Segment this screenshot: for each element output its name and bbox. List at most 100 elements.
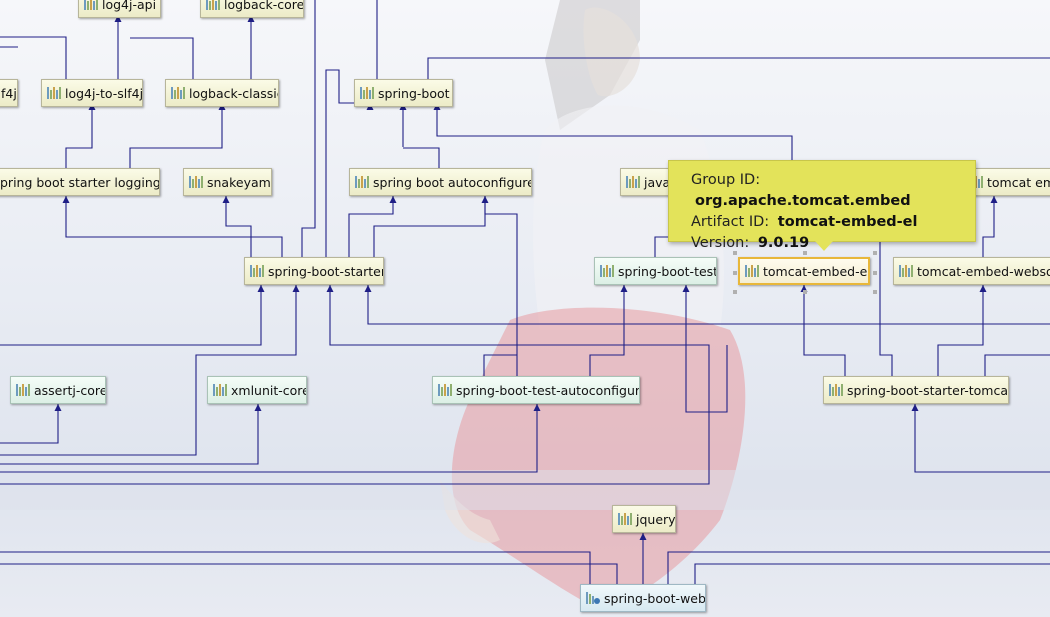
dependency-edge	[937, 285, 984, 376]
node-spring-boot-test[interactable]: spring-boot-test	[594, 257, 717, 285]
node-label: tomcat-embed-el	[763, 263, 870, 279]
artifact-id-value: tomcat-embed-el	[777, 214, 918, 230]
node-label: log4j-to-slf4j	[65, 85, 143, 101]
artifact-tooltip: Group ID: org.apache.tomcat.embed Artifa…	[668, 160, 976, 251]
dependency-edge	[348, 196, 394, 257]
group-id-label: Group ID:	[691, 172, 761, 188]
edge-arrowhead	[257, 285, 265, 292]
edge-arrowhead	[326, 285, 334, 292]
library-bars-icon	[626, 176, 640, 188]
edge-arrowhead	[682, 285, 690, 292]
library-bars-icon	[250, 265, 264, 277]
node-label: assertj-core	[34, 382, 106, 398]
library-bars-icon	[745, 265, 759, 277]
dependency-edge	[694, 563, 1050, 584]
dependency-edge	[803, 285, 846, 376]
dependency-edge	[325, 69, 370, 257]
node-label: tomcat-embed-websoc	[917, 263, 1050, 279]
dependency-edge	[0, 404, 259, 465]
dependency-edge	[654, 236, 668, 257]
node-label: spring boot autoconfigure	[373, 174, 532, 190]
dependency-edge	[0, 285, 262, 346]
node-tomcat-embed-core[interactable]: tomcat emb	[963, 168, 1050, 196]
node-tomcat-embed-websocket[interactable]: tomcat-embed-websoc	[893, 257, 1050, 285]
node-label: spring-boot-test	[618, 263, 717, 279]
library-bars-icon	[189, 176, 203, 188]
edge-arrowhead	[62, 196, 70, 203]
node-label: spring-boot-web	[604, 590, 706, 606]
edge-arrowhead	[54, 404, 62, 411]
node-assertj-core[interactable]: assertj-core	[10, 376, 106, 404]
dependency-edge	[130, 37, 194, 79]
node-spring-boot-starter[interactable]: spring-boot-starter	[244, 257, 384, 285]
library-bars-icon	[84, 0, 98, 10]
node-label: logback-core	[224, 0, 304, 12]
node-spring-boot-starter-tomcat[interactable]: spring-boot-starter-tomcat	[823, 376, 1009, 404]
node-log4j-to-slf4j[interactable]: log4j-to-slf4j	[41, 79, 143, 107]
node-f4j[interactable]: f4j	[0, 79, 18, 107]
node-spring-boot-autoconfigure[interactable]: spring boot autoconfigure	[349, 168, 532, 196]
library-bars-icon	[355, 176, 369, 188]
node-logback-classic[interactable]: logback-classic	[165, 79, 279, 107]
dependency-edge	[483, 354, 517, 376]
library-bars-icon	[213, 384, 227, 396]
library-bars-icon	[829, 384, 843, 396]
node-tomcat-embed-el[interactable]: tomcat-embed-el	[738, 257, 870, 285]
dependency-edge	[984, 354, 1050, 376]
dependency-edge	[436, 103, 793, 168]
node-label: xmlunit-core	[231, 382, 307, 398]
tooltip-version-row: Version: 9.0.19	[691, 233, 975, 254]
dependency-edge	[0, 36, 67, 79]
dependency-edge	[589, 285, 625, 376]
dependency-edge	[685, 285, 728, 413]
node-logback-core[interactable]: logback-core	[200, 0, 304, 18]
dependency-edge	[879, 230, 893, 376]
edge-arrowhead	[800, 285, 808, 292]
dependency-edge	[0, 285, 297, 456]
node-javax-annotation[interactable]: javax.ann	[620, 168, 692, 196]
library-bars-icon	[16, 384, 30, 396]
library-bars-icon	[206, 0, 220, 10]
group-id-value: org.apache.tomcat.embed	[695, 193, 911, 209]
dependency-edge	[484, 196, 518, 376]
dependency-edge	[0, 551, 591, 584]
tooltip-artifact-row: Artifact ID: tomcat-embed-el	[691, 212, 975, 233]
library-bars-icon	[618, 513, 632, 525]
dependency-edge	[0, 404, 538, 473]
dependency-edge	[301, 0, 316, 257]
node-label: snakeyaml	[207, 174, 272, 190]
library-bars-icon	[47, 87, 61, 99]
node-snakeyaml[interactable]: snakeyaml	[183, 168, 272, 196]
node-spring-boot-test-autoconfigure[interactable]: spring-boot-test-autoconfigure	[432, 376, 640, 404]
dependency-edge	[403, 147, 440, 168]
node-jquery[interactable]: jquery	[612, 505, 676, 533]
dependency-edge	[914, 404, 1050, 473]
dependency-edge	[129, 103, 223, 168]
node-xmlunit-core[interactable]: xmlunit-core	[207, 376, 307, 404]
node-log4j-api[interactable]: log4j-api	[78, 0, 161, 18]
edge-arrowhead	[620, 285, 628, 292]
library-bars-icon	[438, 384, 452, 396]
library-bars-icon	[360, 87, 374, 99]
edge-arrowhead	[481, 196, 489, 203]
dependency-edge	[0, 285, 710, 485]
node-spring-boot-starter-logging[interactable]: pring boot starter logging	[0, 168, 160, 196]
node-spring-boot[interactable]: spring-boot	[354, 79, 453, 107]
dependency-edge	[65, 103, 93, 168]
dependency-edge	[65, 196, 283, 257]
dependency-edge	[225, 196, 252, 257]
dependency-edge	[0, 404, 59, 444]
node-label: spring-boot-starter-tomcat	[847, 382, 1009, 398]
edge-arrowhead	[247, 15, 255, 22]
node-label: tomcat emb	[987, 174, 1050, 190]
node-label: f4j	[1, 85, 17, 101]
node-spring-boot-web[interactable]: spring-boot-web	[580, 584, 706, 612]
tooltip-group-row: Group ID: org.apache.tomcat.embed	[691, 170, 975, 212]
dependency-edge	[667, 551, 1050, 584]
node-label: jquery	[636, 511, 676, 527]
version-label: Version:	[691, 235, 750, 251]
artifact-id-label: Artifact ID:	[691, 214, 770, 230]
